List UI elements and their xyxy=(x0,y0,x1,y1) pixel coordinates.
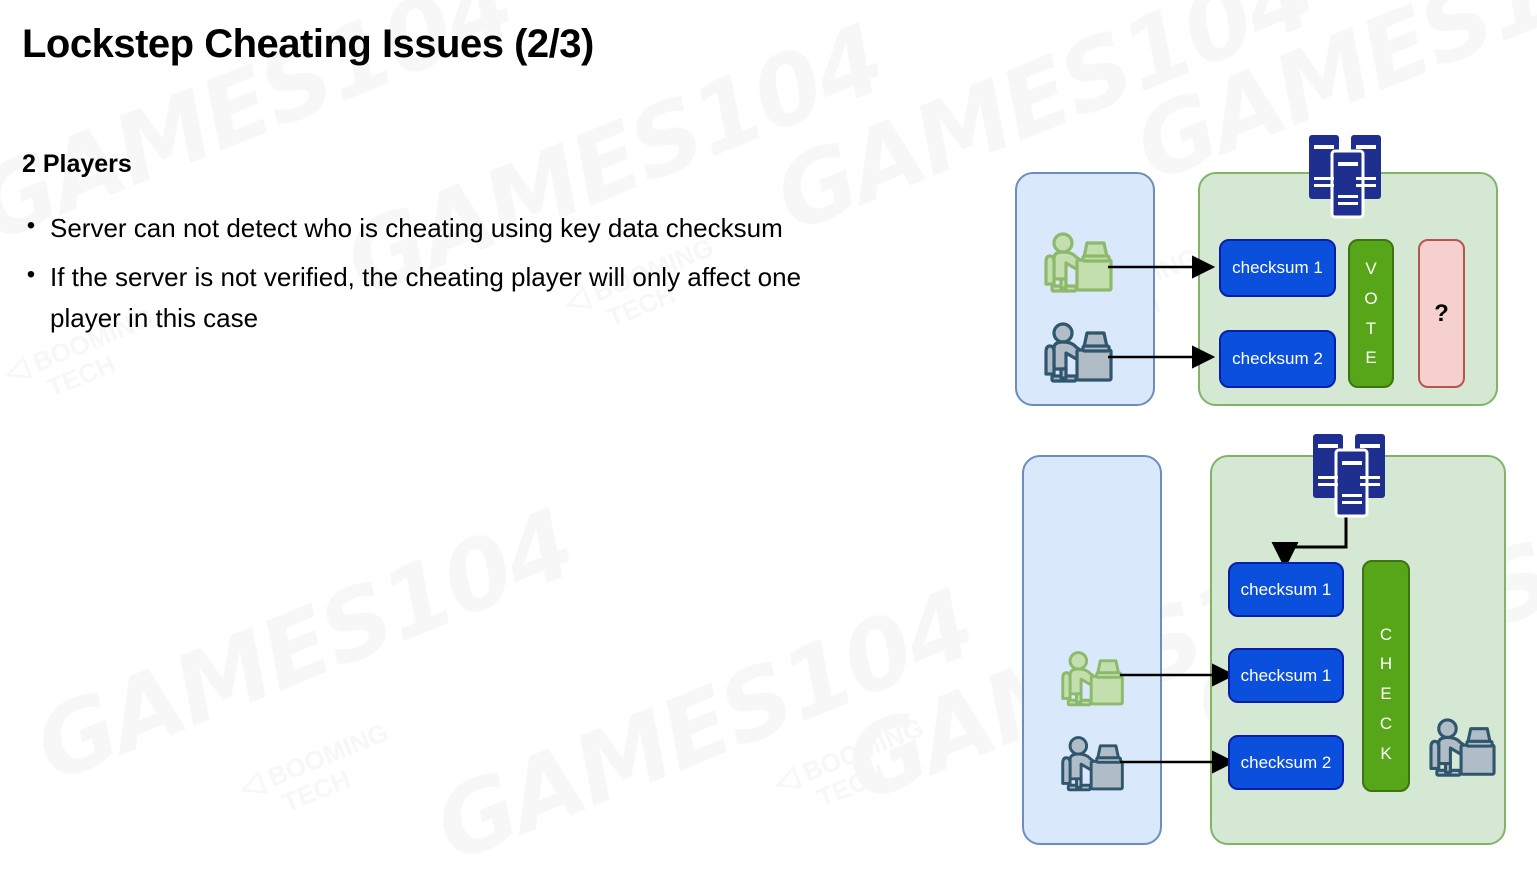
check-letter: E xyxy=(1380,684,1392,704)
arrow-player-gray-to-checksum2 xyxy=(1120,750,1236,774)
checksum-box[interactable]: checksum 2 xyxy=(1219,330,1336,388)
checksum-box[interactable]: checksum 1 xyxy=(1228,648,1344,703)
person-at-desk-icon xyxy=(1044,232,1113,293)
person-at-desk-icon xyxy=(1429,718,1496,777)
bullet-marker-icon: • xyxy=(26,261,36,289)
arrow-player-gray-to-checksum2 xyxy=(1108,345,1216,369)
page-title: Lockstep Cheating Issues (2/3) xyxy=(22,22,594,66)
vote-letter: T xyxy=(1365,318,1377,338)
vote-letter: O xyxy=(1364,288,1378,308)
checksum-box[interactable]: checksum 1 xyxy=(1219,239,1336,297)
vote-letter: V xyxy=(1365,259,1377,278)
list-item: • Server can not detect who is cheating … xyxy=(12,208,932,249)
bullet-text: Server can not detect who is cheating us… xyxy=(50,213,783,243)
checksum-box[interactable]: checksum 1 xyxy=(1228,562,1344,617)
server-stack-icon xyxy=(1309,135,1381,219)
arrow-server-to-checksum1 xyxy=(1271,515,1348,569)
check-bar[interactable]: C H E C K xyxy=(1362,560,1410,792)
bullet-text: If the server is not verified, the cheat… xyxy=(50,262,802,334)
check-letter: K xyxy=(1380,743,1392,763)
list-item: • If the server is not verified, the che… xyxy=(12,257,932,339)
vote-letter: E xyxy=(1365,348,1377,368)
server-stack-icon xyxy=(1313,434,1385,518)
bullet-list: • Server can not detect who is cheating … xyxy=(12,208,932,347)
checksum-box[interactable]: checksum 2 xyxy=(1228,735,1344,790)
arrow-player-green-to-checksum1 xyxy=(1120,663,1236,687)
arrow-player-green-to-checksum1 xyxy=(1108,255,1216,279)
bullet-marker-icon: • xyxy=(26,212,36,239)
question-box[interactable]: ? xyxy=(1418,239,1465,388)
person-at-desk-icon xyxy=(1061,736,1124,792)
person-at-desk-icon xyxy=(1061,651,1124,707)
section-subheading: 2 Players xyxy=(22,150,132,178)
vote-letters: V O T E xyxy=(1364,254,1377,373)
check-letter: C xyxy=(1379,624,1393,644)
vote-bar[interactable]: V O T E xyxy=(1348,239,1394,388)
check-letters: C H E C K xyxy=(1380,620,1392,769)
check-letter: C xyxy=(1379,713,1393,733)
person-at-desk-icon xyxy=(1044,322,1113,383)
check-letter: H xyxy=(1379,654,1393,674)
